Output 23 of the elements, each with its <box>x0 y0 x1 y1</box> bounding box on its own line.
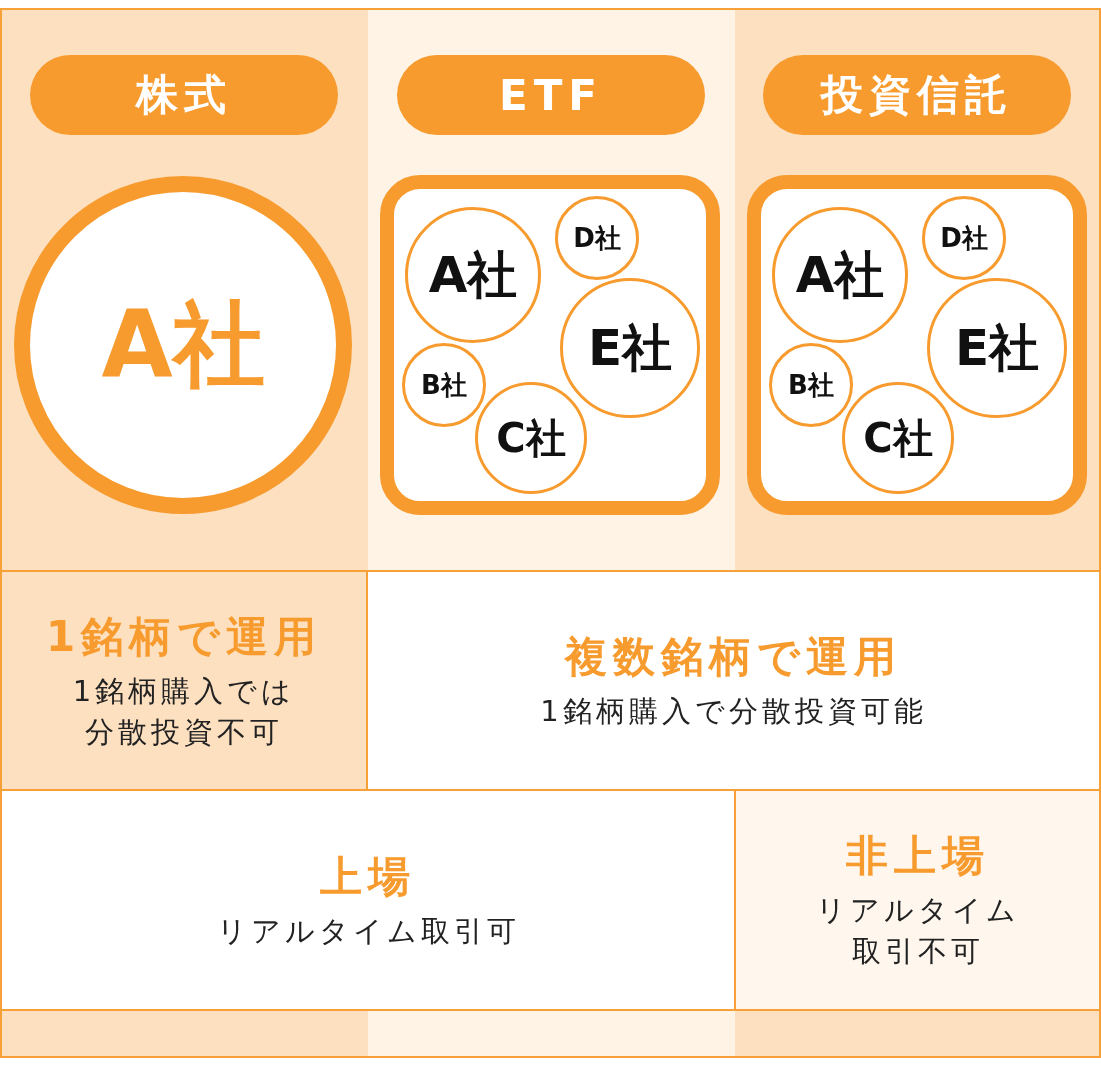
company-circle: B社 <box>769 343 853 427</box>
category-pill: ETF <box>397 55 705 135</box>
company-circle: B社 <box>402 343 486 427</box>
cell-note: リアルタイム取引不可 <box>814 892 1021 970</box>
company-circle: D社 <box>922 196 1006 280</box>
category-pill: 株式 <box>30 55 338 135</box>
cell-note: リアルタイム取引可 <box>216 912 520 950</box>
cell-heading: 複数銘柄で運用 <box>565 631 902 684</box>
category-pill: 投資信託 <box>763 55 1071 135</box>
company-circle: D社 <box>555 196 639 280</box>
cell-note: 1銘柄購入で分散投資可能 <box>540 693 927 731</box>
cell-heading: 1銘柄で運用 <box>45 610 323 663</box>
company-circle: A社 <box>772 207 908 343</box>
company-circle: C社 <box>475 382 587 494</box>
company-circle: A社 <box>405 207 541 343</box>
cell-heading: 上場 <box>320 850 416 903</box>
cell-heading: 非上場 <box>845 830 990 883</box>
company-circle: C社 <box>842 382 954 494</box>
company-circle: E社 <box>560 278 700 418</box>
company-circle: E社 <box>927 278 1067 418</box>
cell-note: 1銘柄購入では分散投資不可 <box>71 672 297 751</box>
fund-box <box>747 175 1087 515</box>
fund-box <box>380 175 720 515</box>
